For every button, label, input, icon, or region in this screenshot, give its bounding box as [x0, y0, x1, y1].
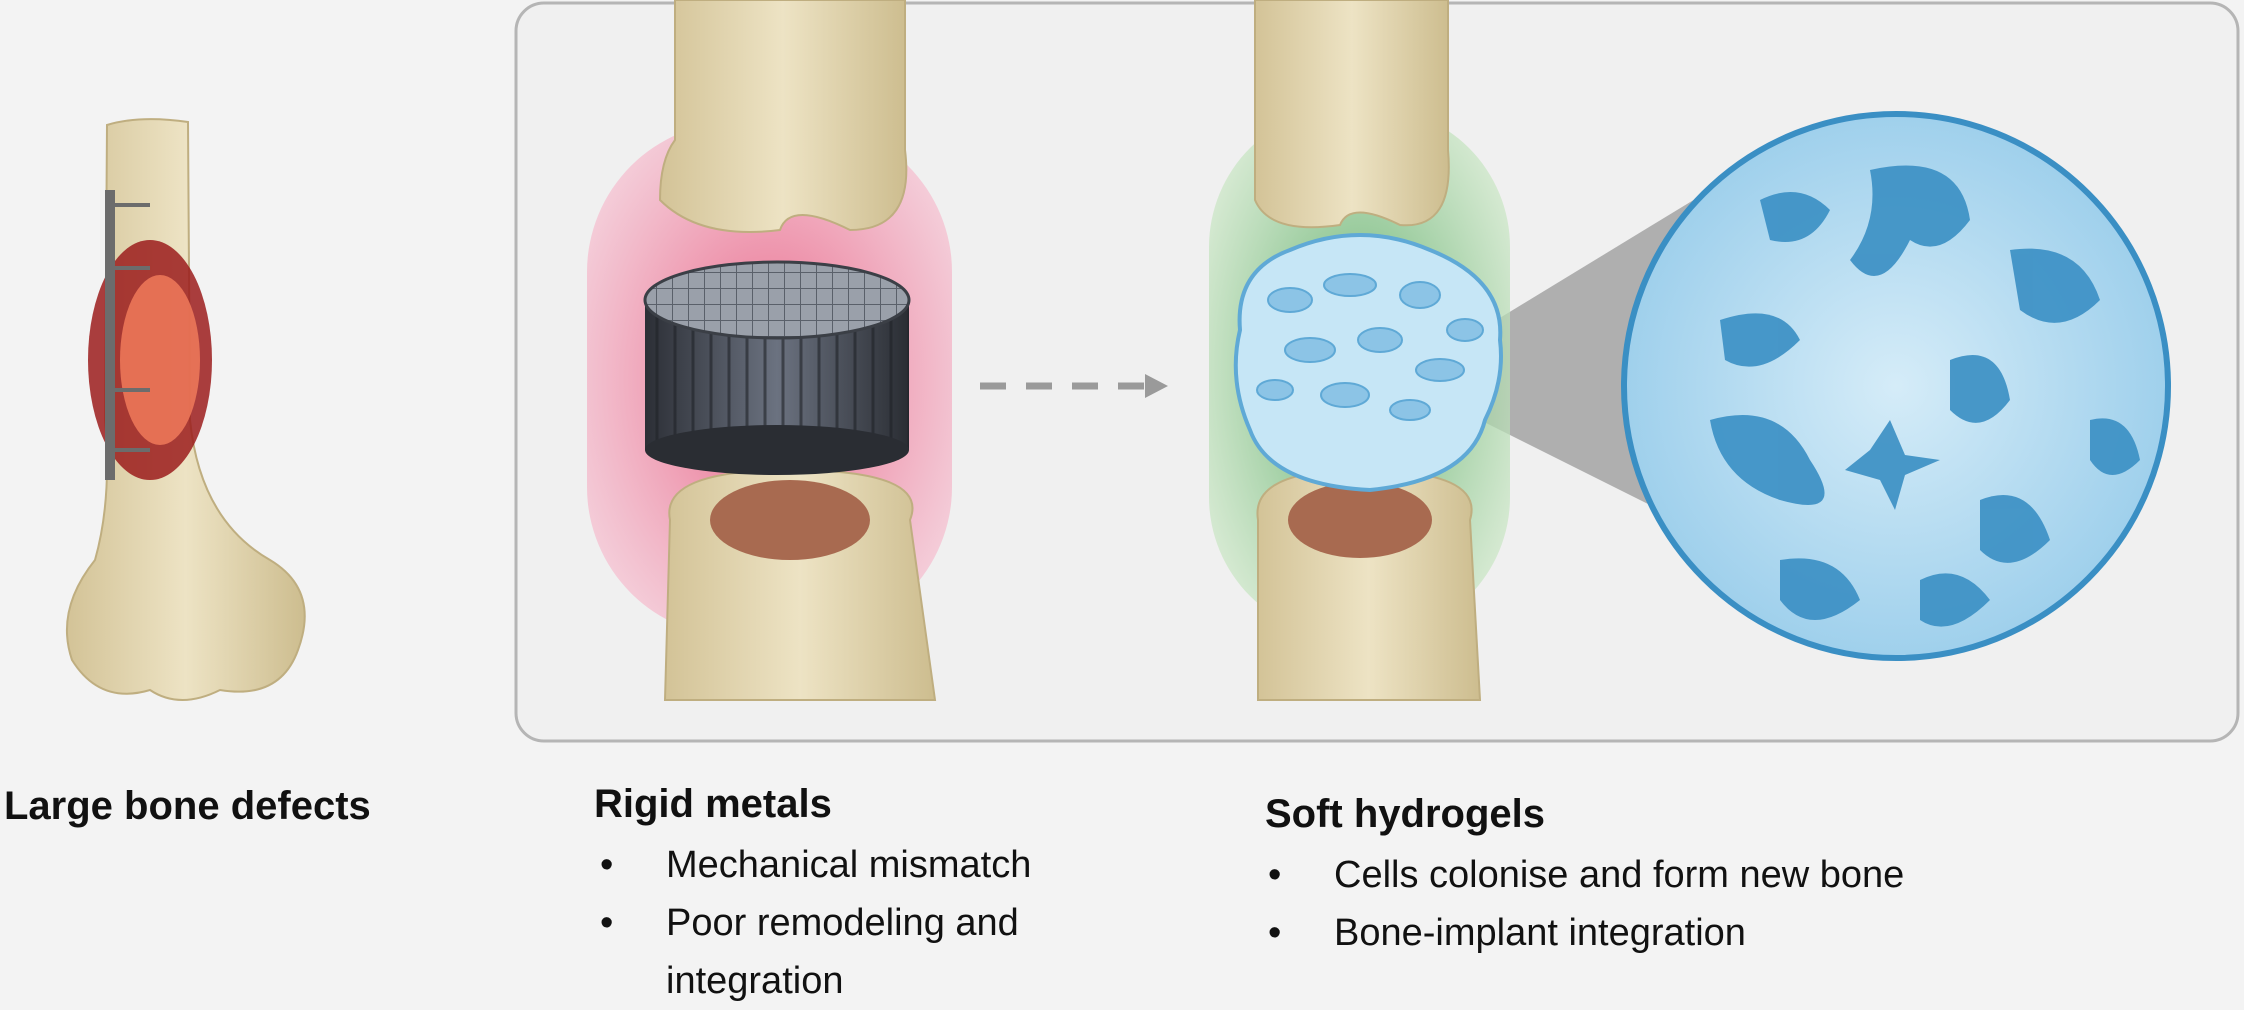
upper-bone	[658, 0, 908, 233]
panel-title-rigid-metals: Rigid metals	[594, 782, 832, 826]
upper-bone	[1254, 0, 1450, 229]
panel-title-soft-hydrogels: Soft hydrogels	[1265, 792, 1546, 836]
soft-hydrogel-illustration	[1209, 0, 1760, 701]
dashed-arrow	[980, 374, 1168, 398]
magnified-hydrogel-structure	[1621, 111, 2171, 661]
bullet-item: Poor remodeling and integration	[594, 894, 1154, 1010]
rigid-metal-illustration	[587, 0, 952, 701]
bone-marrow	[710, 480, 870, 560]
bullet-item: Mechanical mismatch	[594, 836, 1154, 894]
fixation-plate	[105, 190, 115, 480]
hydrogel-scaffold	[1233, 233, 1503, 493]
bullet-item: Cells colonise and form new bone	[1262, 846, 2162, 904]
rigid-metals-bullets: Mechanical mismatch Poor remodeling and …	[594, 836, 1154, 1010]
panel-title-large-bone-defects: Large bone defects	[4, 784, 371, 828]
femur-defect-illustration	[65, 118, 306, 701]
bullet-item: Bone-implant integration	[1262, 904, 2162, 962]
soft-hydrogels-bullets: Cells colonise and form new bone Bone-im…	[1262, 846, 2162, 962]
